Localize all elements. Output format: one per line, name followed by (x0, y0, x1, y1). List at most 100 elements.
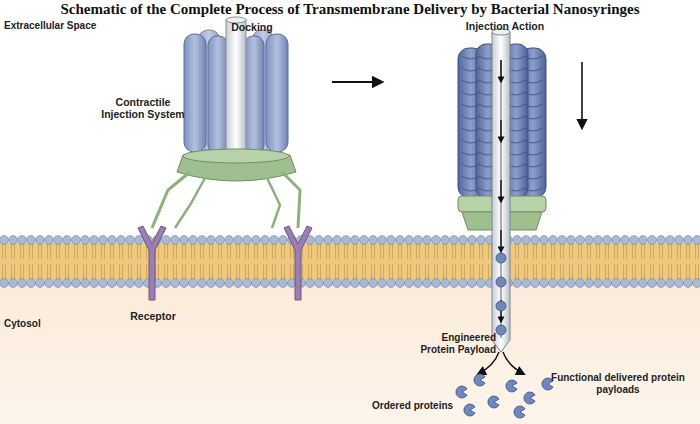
lipid-tail (536, 264, 537, 280)
lipid-tail (581, 243, 582, 259)
lipid-tail (437, 243, 438, 259)
cytosol-area (0, 260, 700, 424)
lipid-head (657, 236, 666, 245)
lipid-tail (677, 264, 678, 280)
lipid-head (558, 236, 567, 245)
lipid-head (468, 236, 477, 245)
lipid-head (63, 279, 72, 288)
lipid-tail (461, 243, 462, 259)
lipid-tail (428, 264, 429, 280)
lipid-head (585, 279, 594, 288)
lipid-tail (110, 243, 111, 259)
lipid-head (387, 236, 396, 245)
lipid-tail (578, 243, 579, 259)
lipid-tail (560, 243, 561, 259)
lipid-head (27, 236, 36, 245)
lipid-tail (383, 264, 384, 280)
lipid-tail (581, 264, 582, 280)
lipid-head (423, 236, 432, 245)
lipid-head (369, 279, 378, 288)
lipid-tail (470, 243, 471, 259)
lipid-tail (128, 264, 129, 280)
lipid-tail (419, 264, 420, 280)
lipid-head (396, 236, 405, 245)
lipid-tail-band (0, 243, 700, 280)
lipid-head (657, 279, 666, 288)
lipid-tail (83, 264, 84, 280)
lipid-tail (92, 264, 93, 280)
sheath-subunit (524, 68, 542, 71)
lipid-tail (482, 243, 483, 259)
sheath-subunit (524, 176, 542, 179)
lipid-tail (374, 243, 375, 259)
lipid-tail (326, 264, 327, 280)
lipid-tail (122, 243, 123, 259)
flow-arrow (500, 120, 501, 142)
lipid-head (270, 236, 279, 245)
lipid-tail (698, 243, 699, 259)
lipid-tail (371, 243, 372, 259)
lipid-tail (587, 243, 588, 259)
lipid-tail (311, 243, 312, 259)
lipid-head (315, 236, 324, 245)
lipid-tail (47, 243, 48, 259)
sheath-subunit (462, 56, 480, 59)
lipid-head (450, 279, 459, 288)
lipid-tail (167, 264, 168, 280)
lipid-head (108, 236, 117, 245)
lipid-tail (488, 264, 489, 280)
lipid-head (36, 279, 45, 288)
lipid-tail (86, 243, 87, 259)
lipid-head (414, 279, 423, 288)
lipid-tail (650, 264, 651, 280)
region-label: Extracellular Space (4, 20, 134, 32)
lipid-tail (596, 243, 597, 259)
lipid-tail (176, 264, 177, 280)
lipid-tail (92, 243, 93, 259)
lipid-tail (194, 243, 195, 259)
lipid-tail (653, 243, 654, 259)
sheath-subunit (462, 152, 480, 155)
delivered-protein (464, 404, 475, 416)
lipid-tail (86, 264, 87, 280)
delivered-protein (456, 386, 467, 398)
lipid-tail (131, 264, 132, 280)
sheath-subunit (462, 128, 480, 131)
lipid-tail (392, 243, 393, 259)
lipid-tail (122, 264, 123, 280)
lipid-tail (569, 264, 570, 280)
lipid-tail (365, 243, 366, 259)
lipid-tail (203, 243, 204, 259)
lipid-head (612, 236, 621, 245)
lipid-head (18, 236, 27, 245)
lipid-tail (59, 264, 60, 280)
lipid-tail (452, 264, 453, 280)
lipid-tail (113, 243, 114, 259)
lipid-tail (419, 243, 420, 259)
lipid-head (225, 279, 234, 288)
lipid-tail (425, 243, 426, 259)
lipid-head (594, 279, 603, 288)
lipid-tail (56, 243, 57, 259)
lipid-tail (473, 264, 474, 280)
lipid-tail (275, 264, 276, 280)
lipid-tail (605, 264, 606, 280)
sheath-subunit (524, 188, 542, 191)
delivered-protein (514, 406, 525, 418)
lipid-tail (518, 243, 519, 259)
lipid-tail (275, 243, 276, 259)
lipid-tail (281, 243, 282, 259)
lipid-tail (158, 264, 159, 280)
lipid-tail (56, 264, 57, 280)
lipid-tail (68, 264, 69, 280)
lipid-tail (14, 264, 15, 280)
lipid-tail (569, 243, 570, 259)
lipid-head (441, 279, 450, 288)
delivered-protein (506, 380, 517, 392)
lipid-tail (68, 243, 69, 259)
lipid-head (603, 236, 612, 245)
lipid-tail (407, 243, 408, 259)
lipid-head (72, 279, 81, 288)
lipid-head (261, 279, 270, 288)
lipid-tail (416, 264, 417, 280)
